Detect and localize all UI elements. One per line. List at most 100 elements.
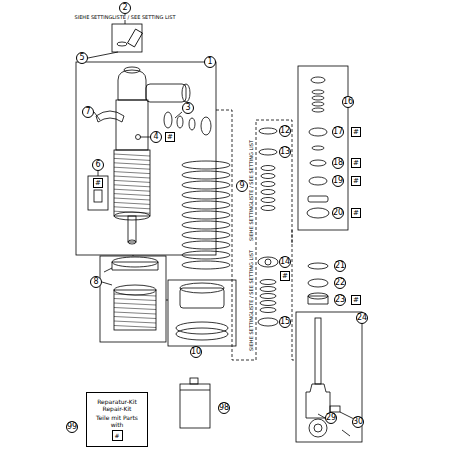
stroke <box>114 312 156 314</box>
stroke <box>312 108 324 112</box>
stroke <box>114 202 150 204</box>
callout-number: 18 <box>332 157 344 169</box>
stroke <box>114 303 156 305</box>
callout-number: 4 <box>150 131 162 143</box>
leader-lines <box>88 14 354 419</box>
callout-number: 14 <box>279 256 291 268</box>
stroke <box>114 321 156 323</box>
stroke <box>114 158 150 160</box>
stroke <box>261 174 275 179</box>
kit-mark: # <box>280 271 290 281</box>
callout-number: 12 <box>279 125 291 137</box>
kit-text: Reparatur-Kit Repair-Kit <box>89 398 145 412</box>
callout-number: 29 <box>325 412 337 424</box>
callout-number: 2 <box>119 2 131 14</box>
stroke <box>114 154 150 156</box>
stroke <box>182 171 230 179</box>
setting-note: SIEHE SETTINGLISTE / SEE SETTING LIST <box>249 139 254 242</box>
oil-can <box>180 378 210 428</box>
stroke <box>182 161 230 169</box>
stroke <box>261 198 275 203</box>
column-parts <box>258 128 278 326</box>
callout-number: 16 <box>342 96 354 108</box>
stroke <box>260 308 276 313</box>
stroke <box>312 102 324 106</box>
callout-number: 3 <box>182 102 194 114</box>
stroke <box>182 221 230 229</box>
callout-number: 1 <box>204 56 216 68</box>
callout-number: 17 <box>332 126 344 138</box>
stroke <box>114 299 156 301</box>
stroke <box>114 185 150 187</box>
stroke <box>260 301 276 306</box>
kit-text: # <box>112 430 123 441</box>
callout-number: 9 <box>236 180 248 192</box>
group-frames <box>76 24 362 442</box>
piston-parts <box>307 77 329 304</box>
kit-text: Teile mit Parts with <box>89 414 145 428</box>
setting-note: SIEHE SETTINGLISTE / SEE SETTING LIST <box>74 15 177 20</box>
stroke <box>114 189 150 191</box>
kit-mark: # <box>165 132 175 142</box>
kit-box: Reparatur-Kit Repair-KitTeile mit Parts … <box>86 392 148 447</box>
stroke <box>312 90 324 94</box>
stroke <box>182 241 230 249</box>
kit-mark: # <box>351 176 361 186</box>
callout-number: 7 <box>82 106 94 118</box>
stroke <box>114 180 150 182</box>
stroke <box>182 211 230 219</box>
spring-seats <box>176 283 228 340</box>
callout-number: 24 <box>356 312 368 324</box>
callout-number: 8 <box>90 276 102 288</box>
stroke <box>182 191 230 199</box>
callout-number: 5 <box>76 52 88 64</box>
stroke <box>182 201 230 209</box>
stroke <box>114 317 156 319</box>
callout-number: 98 <box>218 402 230 414</box>
kit-mark: # <box>351 208 361 218</box>
kit-mark: # <box>351 295 361 305</box>
stroke <box>114 207 150 209</box>
stroke <box>261 182 275 187</box>
piston-rod <box>306 318 350 437</box>
stroke <box>182 261 230 269</box>
callout-number: 10 <box>190 346 202 358</box>
stroke <box>260 287 276 292</box>
stroke <box>261 166 275 171</box>
callout-number: 15 <box>279 316 291 328</box>
callout-number: 99 <box>66 421 78 433</box>
stroke <box>114 176 150 178</box>
preload-rings <box>104 257 158 330</box>
stroke <box>182 251 230 259</box>
stroke <box>182 181 230 189</box>
stroke <box>114 163 150 165</box>
kit-mark: # <box>93 178 103 188</box>
callout-number: 19 <box>332 175 344 187</box>
stroke <box>261 206 275 211</box>
callout-number: 30 <box>352 416 364 428</box>
stroke <box>312 96 324 100</box>
stroke <box>114 326 156 328</box>
callout-number: 22 <box>334 277 346 289</box>
stroke <box>114 211 150 213</box>
stroke <box>261 190 275 195</box>
shock-body <box>94 29 190 244</box>
kit-line: # <box>89 430 145 441</box>
callout-number: 6 <box>92 159 104 171</box>
setting-note: SIEHE SETTINGLISTE / SEE SETTING LIST <box>249 249 254 352</box>
stroke <box>260 280 276 285</box>
stroke <box>114 172 150 174</box>
callout-number: 13 <box>279 146 291 158</box>
callout-number: 23 <box>334 294 346 306</box>
stroke <box>114 308 156 310</box>
kit-mark: # <box>351 127 361 137</box>
thread-strokes <box>114 154 156 328</box>
stroke <box>182 231 230 239</box>
stroke <box>114 167 150 169</box>
stroke <box>114 194 150 196</box>
stroke <box>114 198 150 200</box>
dashed-links <box>133 110 296 360</box>
callout-number: 20 <box>332 207 344 219</box>
